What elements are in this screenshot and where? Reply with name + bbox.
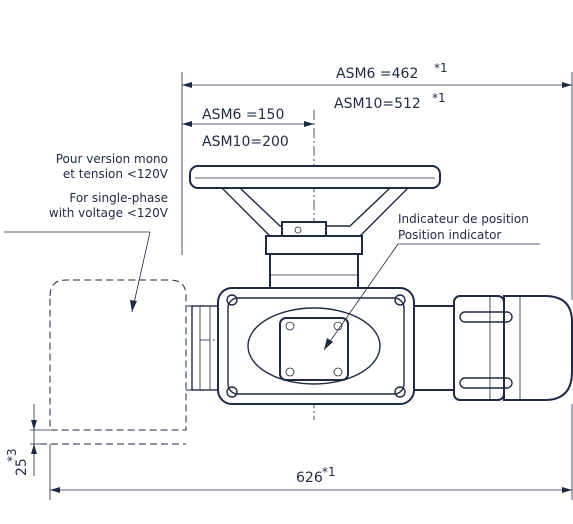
- asm10-handwheel-label: ASM10=200: [202, 134, 289, 150]
- overall-width-label: 626: [296, 470, 323, 486]
- overall-dimension: ASM6 =462 *1 ASM10=512 *1: [181, 61, 573, 300]
- height-offset-dimension: 25 *3: [5, 404, 50, 476]
- indicator-note: Indicateur de position Position indicato…: [323, 212, 540, 351]
- asm10-overall-note: *1: [432, 91, 446, 105]
- height-offset-note: *3: [5, 448, 19, 462]
- motor-note: Pour version mono et tension <120V For s…: [4, 152, 169, 313]
- position-indicator: [279, 317, 349, 381]
- motor-note-fr-line1: Pour version mono: [56, 152, 168, 166]
- width-dimension: 626 *1: [49, 404, 573, 500]
- asm10-overall-label: ASM10=512: [334, 96, 421, 112]
- motor-note-en-line2: with voltage <120V: [49, 206, 169, 220]
- motor-note-fr-line2: et tension <120V: [63, 167, 169, 181]
- handwheel-dimension: ASM6 =150 ASM10=200: [182, 107, 314, 150]
- indicator-note-en: Position indicator: [398, 228, 501, 242]
- optional-motor: [40, 279, 192, 445]
- left-coupling: [191, 305, 219, 391]
- motor-note-en-line1: For single-phase: [69, 191, 168, 205]
- height-offset-label: 25: [14, 458, 30, 476]
- asm6-overall-label: ASM6 =462: [336, 66, 418, 82]
- asm6-overall-note: *1: [434, 61, 448, 75]
- overall-width-note: *1: [322, 465, 336, 479]
- motor: [413, 295, 573, 401]
- gearbox-neck: [265, 235, 363, 289]
- asm6-handwheel-label: ASM6 =150: [202, 107, 284, 123]
- indicator-note-fr: Indicateur de position: [398, 212, 529, 226]
